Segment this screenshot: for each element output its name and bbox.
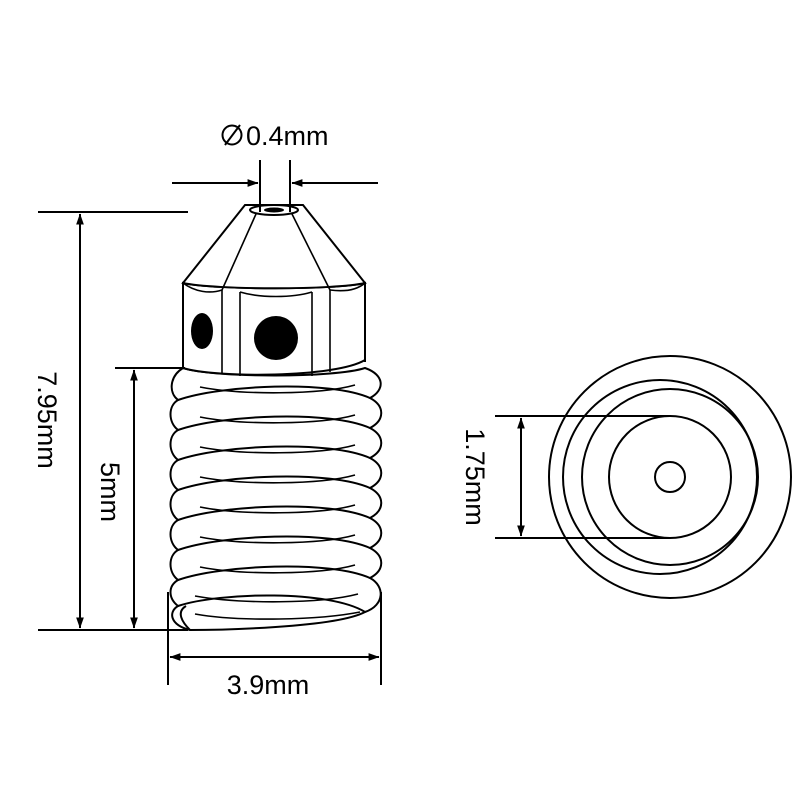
nozzle-tip xyxy=(181,204,367,291)
thread-length-label: 5mm xyxy=(95,462,125,522)
end-view-filament-ring xyxy=(608,415,732,539)
nozzle-side-view xyxy=(169,204,383,632)
diameter-icon xyxy=(221,124,243,146)
end-view-orifice xyxy=(654,461,686,493)
hex-hole-center xyxy=(254,316,298,360)
total-length-label: 7.95mm xyxy=(32,371,62,469)
dimension-orifice: 0.4mm xyxy=(172,121,378,212)
end-view-second-ring xyxy=(562,379,758,575)
hex-section xyxy=(182,281,366,376)
thread-diameter-label: 3.9mm xyxy=(227,670,310,700)
dimension-thread-length: 5mm xyxy=(95,367,185,629)
orifice-diameter-label: 0.4mm xyxy=(246,121,329,151)
end-view-outer-ring xyxy=(548,355,792,599)
hex-hole-left xyxy=(191,313,213,349)
tip-face xyxy=(249,204,299,216)
orifice xyxy=(264,207,284,213)
filament-diameter-label: 1.75mm xyxy=(460,428,490,526)
thread-body xyxy=(169,366,383,632)
nozzle-end-view xyxy=(548,355,792,599)
end-view-third-ring xyxy=(581,388,759,566)
dimension-total-length: 7.95mm xyxy=(32,211,188,631)
dimension-thread-diameter: 3.9mm xyxy=(167,592,382,700)
dimension-filament-diameter: 1.75mm xyxy=(460,415,670,539)
